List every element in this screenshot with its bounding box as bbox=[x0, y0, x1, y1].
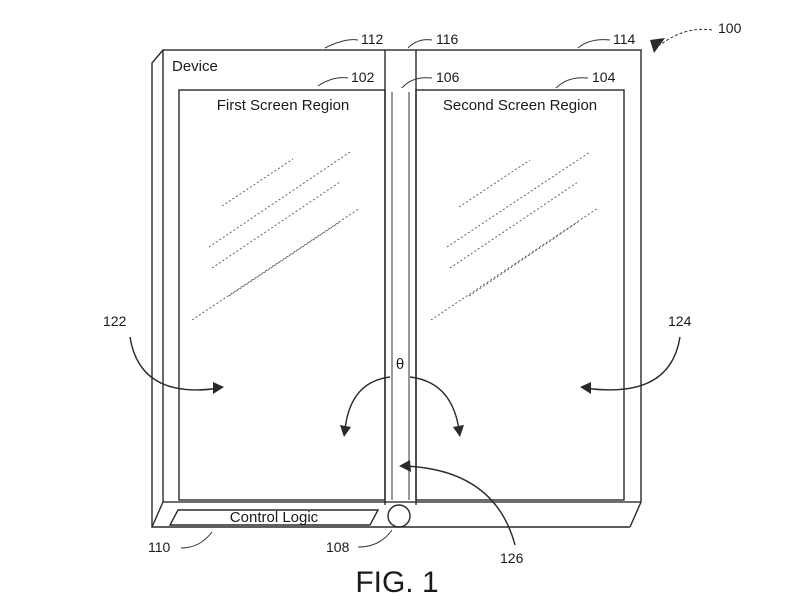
angle-symbol: θ bbox=[396, 356, 404, 373]
ref-104: 104 bbox=[592, 69, 616, 85]
device-label: Device bbox=[172, 58, 218, 75]
first-screen-region bbox=[178, 89, 386, 501]
ref-100: 100 bbox=[718, 20, 742, 36]
figure-caption: FIG. 1 bbox=[355, 566, 438, 599]
ref-108: 108 bbox=[326, 539, 350, 555]
arrow-124 bbox=[580, 336, 681, 394]
ref-112: 112 bbox=[361, 31, 384, 47]
first-screen-glare bbox=[191, 151, 361, 321]
leader-lines bbox=[180, 39, 611, 549]
first-screen-label: First Screen Region bbox=[217, 97, 350, 114]
ref-126: 126 bbox=[500, 550, 524, 566]
hinge bbox=[384, 50, 417, 505]
arrow-122 bbox=[129, 336, 224, 394]
arrow-100 bbox=[650, 28, 713, 53]
second-screen-glare bbox=[430, 151, 599, 321]
ref-110: 110 bbox=[148, 539, 171, 555]
ref-106: 106 bbox=[436, 69, 460, 85]
arrow-126 bbox=[399, 460, 516, 546]
ref-124: 124 bbox=[668, 313, 692, 329]
device-body bbox=[151, 49, 642, 528]
ref-122: 122 bbox=[103, 313, 127, 329]
ref-116: 116 bbox=[436, 31, 459, 47]
rotation-arrows bbox=[340, 376, 464, 437]
control-logic-label: Control Logic bbox=[230, 509, 319, 526]
second-screen-region bbox=[415, 89, 625, 501]
ref-102: 102 bbox=[351, 69, 375, 85]
hinge-circle bbox=[387, 504, 411, 528]
second-screen-label: Second Screen Region bbox=[443, 97, 597, 114]
control-logic-box bbox=[168, 509, 380, 526]
ref-114: 114 bbox=[613, 31, 636, 47]
